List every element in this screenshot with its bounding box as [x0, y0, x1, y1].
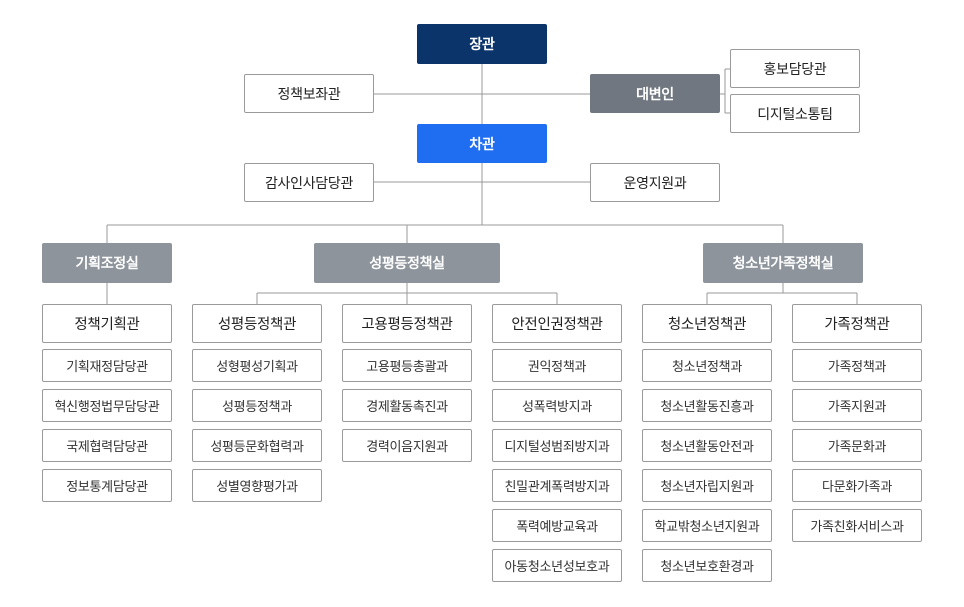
vice-minister-box: 차관	[417, 124, 547, 163]
division-label: 성평등문화협력과	[210, 440, 304, 455]
audit-office-box: 감사인사담당관	[244, 163, 374, 202]
spokesperson-team-label: 디지털소통팀	[757, 106, 833, 123]
division-label: 가족문화과	[827, 440, 887, 455]
spokesperson-box: 대변인	[590, 74, 720, 113]
division-label: 청소년활동안전과	[660, 440, 754, 455]
operations-support-label: 운영지원과	[623, 175, 687, 192]
division-box: 디지털성범죄방지과	[492, 429, 622, 462]
division-label: 가족친화서비스과	[810, 520, 904, 535]
division-box: 기획재정담당관	[42, 349, 172, 382]
division-label: 성평등정책과	[222, 400, 292, 415]
division-label: 청소년활동진흥과	[660, 400, 754, 415]
office-box: 성평등정책실	[314, 243, 500, 283]
bureau-label: 고용평등정책관	[361, 317, 453, 333]
division-box: 다문화가족과	[792, 469, 922, 502]
division-label: 디지털성범죄방지과	[504, 440, 610, 455]
division-box: 경력이음지원과	[342, 429, 472, 462]
bureau-label: 정책기획관	[74, 317, 140, 333]
division-box: 성형평성기획과	[192, 349, 322, 382]
division-box: 혁신행정법무담당관	[42, 389, 172, 422]
division-box: 가족지원과	[792, 389, 922, 422]
division-label: 경제활동촉진과	[366, 400, 448, 415]
division-label: 정보통계담당관	[66, 480, 148, 495]
policy-advisor-box: 정책보좌관	[244, 74, 374, 113]
division-label: 권익정책과	[527, 360, 587, 375]
division-box: 권익정책과	[492, 349, 622, 382]
bureau-label: 가족정책관	[824, 317, 890, 333]
division-label: 청소년보호환경과	[660, 560, 754, 575]
division-box: 친밀관계폭력방지과	[492, 469, 622, 502]
division-box: 가족정책과	[792, 349, 922, 382]
division-box: 성폭력방지과	[492, 389, 622, 422]
division-box: 고용평등총괄과	[342, 349, 472, 382]
division-label: 혁신행정법무담당관	[54, 400, 160, 415]
division-label: 아동청소년성보호과	[504, 560, 610, 575]
division-box: 성평등정책과	[192, 389, 322, 422]
bureau-box: 성평등정책관	[192, 304, 322, 343]
division-box: 국제협력담당관	[42, 429, 172, 462]
division-box: 성별영향평가과	[192, 469, 322, 502]
bureau-label: 안전인권정책관	[511, 317, 603, 333]
division-box: 가족문화과	[792, 429, 922, 462]
division-label: 국제협력담당관	[66, 440, 148, 455]
spokesperson-team-box: 디지털소통팀	[730, 94, 860, 133]
office-box: 기획조정실	[42, 243, 172, 283]
spokesperson-label: 대변인	[636, 86, 674, 103]
division-label: 폭력예방교육과	[516, 520, 598, 535]
office-box: 청소년가족정책실	[703, 243, 863, 283]
bureau-box: 고용평등정책관	[342, 304, 472, 343]
division-box: 학교밖청소년지원과	[642, 509, 772, 542]
division-box: 가족친화서비스과	[792, 509, 922, 542]
division-label: 기획재정담당관	[66, 360, 148, 375]
division-box: 성평등문화협력과	[192, 429, 322, 462]
division-label: 친밀관계폭력방지과	[504, 480, 610, 495]
division-label: 경력이음지원과	[366, 440, 448, 455]
spokesperson-team-label: 홍보담당관	[763, 61, 827, 78]
division-box: 청소년활동진흥과	[642, 389, 772, 422]
division-label: 가족지원과	[827, 400, 887, 415]
division-label: 다문화가족과	[822, 480, 892, 495]
division-label: 성폭력방지과	[522, 400, 592, 415]
division-label: 청소년정책과	[672, 360, 742, 375]
operations-support-box: 운영지원과	[590, 163, 720, 202]
division-label: 성별영향평가과	[216, 480, 298, 495]
bureau-label: 청소년정책관	[667, 317, 747, 333]
policy-advisor-label: 정책보좌관	[277, 86, 341, 103]
bureau-label: 성평등정책관	[217, 317, 297, 333]
minister-label: 장관	[469, 37, 495, 53]
division-box: 폭력예방교육과	[492, 509, 622, 542]
division-label: 학교밖청소년지원과	[654, 520, 760, 535]
bureau-box: 청소년정책관	[642, 304, 772, 343]
division-box: 청소년정책과	[642, 349, 772, 382]
bureau-box: 안전인권정책관	[492, 304, 622, 343]
division-label: 가족정책과	[827, 360, 887, 375]
division-box: 아동청소년성보호과	[492, 549, 622, 582]
office-label: 청소년가족정책실	[732, 256, 834, 272]
division-label: 고용평등총괄과	[366, 360, 448, 375]
vice-minister-label: 차관	[469, 136, 495, 153]
division-label: 성형평성기획과	[216, 360, 298, 375]
audit-office-label: 감사인사담당관	[264, 175, 354, 192]
division-box: 청소년활동안전과	[642, 429, 772, 462]
minister-box: 장관	[417, 24, 547, 64]
division-box: 정보통계담당관	[42, 469, 172, 502]
division-box: 청소년보호환경과	[642, 549, 772, 582]
office-label: 기획조정실	[75, 256, 139, 272]
bureau-box: 가족정책관	[792, 304, 922, 343]
division-box: 청소년자립지원과	[642, 469, 772, 502]
bureau-box: 정책기획관	[42, 304, 172, 343]
spokesperson-team-box: 홍보담당관	[730, 49, 860, 88]
division-box: 경제활동촉진과	[342, 389, 472, 422]
office-label: 성평등정책실	[369, 256, 445, 272]
division-label: 청소년자립지원과	[660, 480, 754, 495]
